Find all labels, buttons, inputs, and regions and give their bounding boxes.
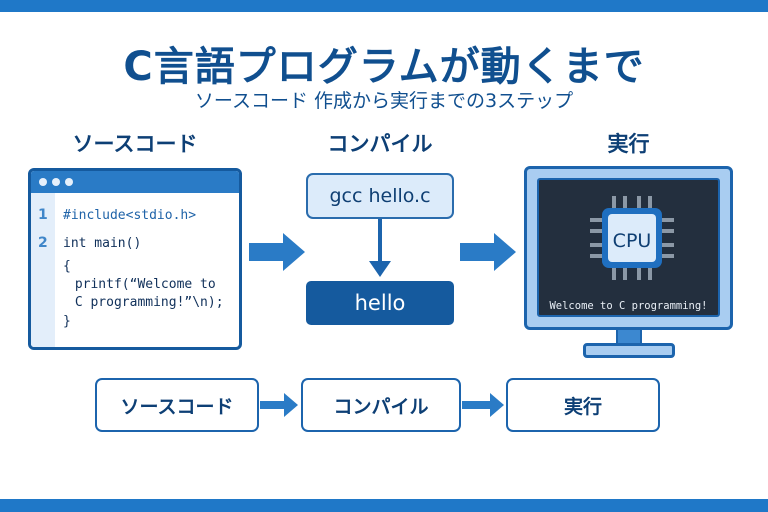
code-line: { (63, 259, 71, 274)
page-title: C言語プログラムが動くまで (123, 44, 645, 90)
cpu-chip-icon (590, 196, 674, 280)
top-band (0, 0, 768, 12)
line-number: 1 (38, 207, 48, 223)
cpu-label: CPU (612, 230, 652, 252)
code-line: C programming!”\n); (67, 295, 224, 310)
column-title-source: ソースコード (72, 132, 198, 156)
flow-arrow-icon (260, 393, 298, 417)
flow-step-execute: 実行 (506, 378, 660, 432)
bottom-band (0, 499, 768, 512)
line-number-gutter (31, 193, 55, 347)
monitor-screen: CPU Welcome to C programming! (537, 178, 720, 317)
gcc-command-box: gcc hello.c (306, 173, 454, 219)
arrow-down-icon (369, 219, 391, 277)
flow-arrow-icon (462, 393, 504, 417)
monitor: CPU Welcome to C programming! (524, 166, 733, 330)
column-title-execute: 実行 (607, 132, 650, 156)
page-subtitle: ソースコード 作成から実行までの3ステップ (194, 90, 574, 112)
window-dot-icon (65, 178, 73, 186)
window-dot-icon (39, 178, 47, 186)
window-title-bar (31, 171, 239, 193)
arrow-right-icon (249, 233, 305, 271)
code-line: int main() (63, 236, 142, 251)
column-title-compile: コンパイル (327, 132, 433, 156)
line-number: 2 (38, 235, 48, 251)
monitor-stand-base (583, 343, 675, 358)
window-dot-icon (52, 178, 60, 186)
monitor-stand-neck (616, 330, 642, 344)
executable-output-box: hello (306, 281, 454, 325)
code-line: } (63, 314, 71, 329)
flow-step-source: ソースコード (95, 378, 259, 432)
flow-step-compile: コンパイル (301, 378, 461, 432)
program-output-text: Welcome to C programming! (549, 300, 708, 312)
code-editor-window: 1 2 #include<stdio.h> int main() { print… (28, 168, 242, 350)
arrow-right-icon (460, 233, 516, 271)
code-line: printf(“Welcome to (67, 277, 216, 292)
code-line: #include<stdio.h> (63, 208, 197, 223)
